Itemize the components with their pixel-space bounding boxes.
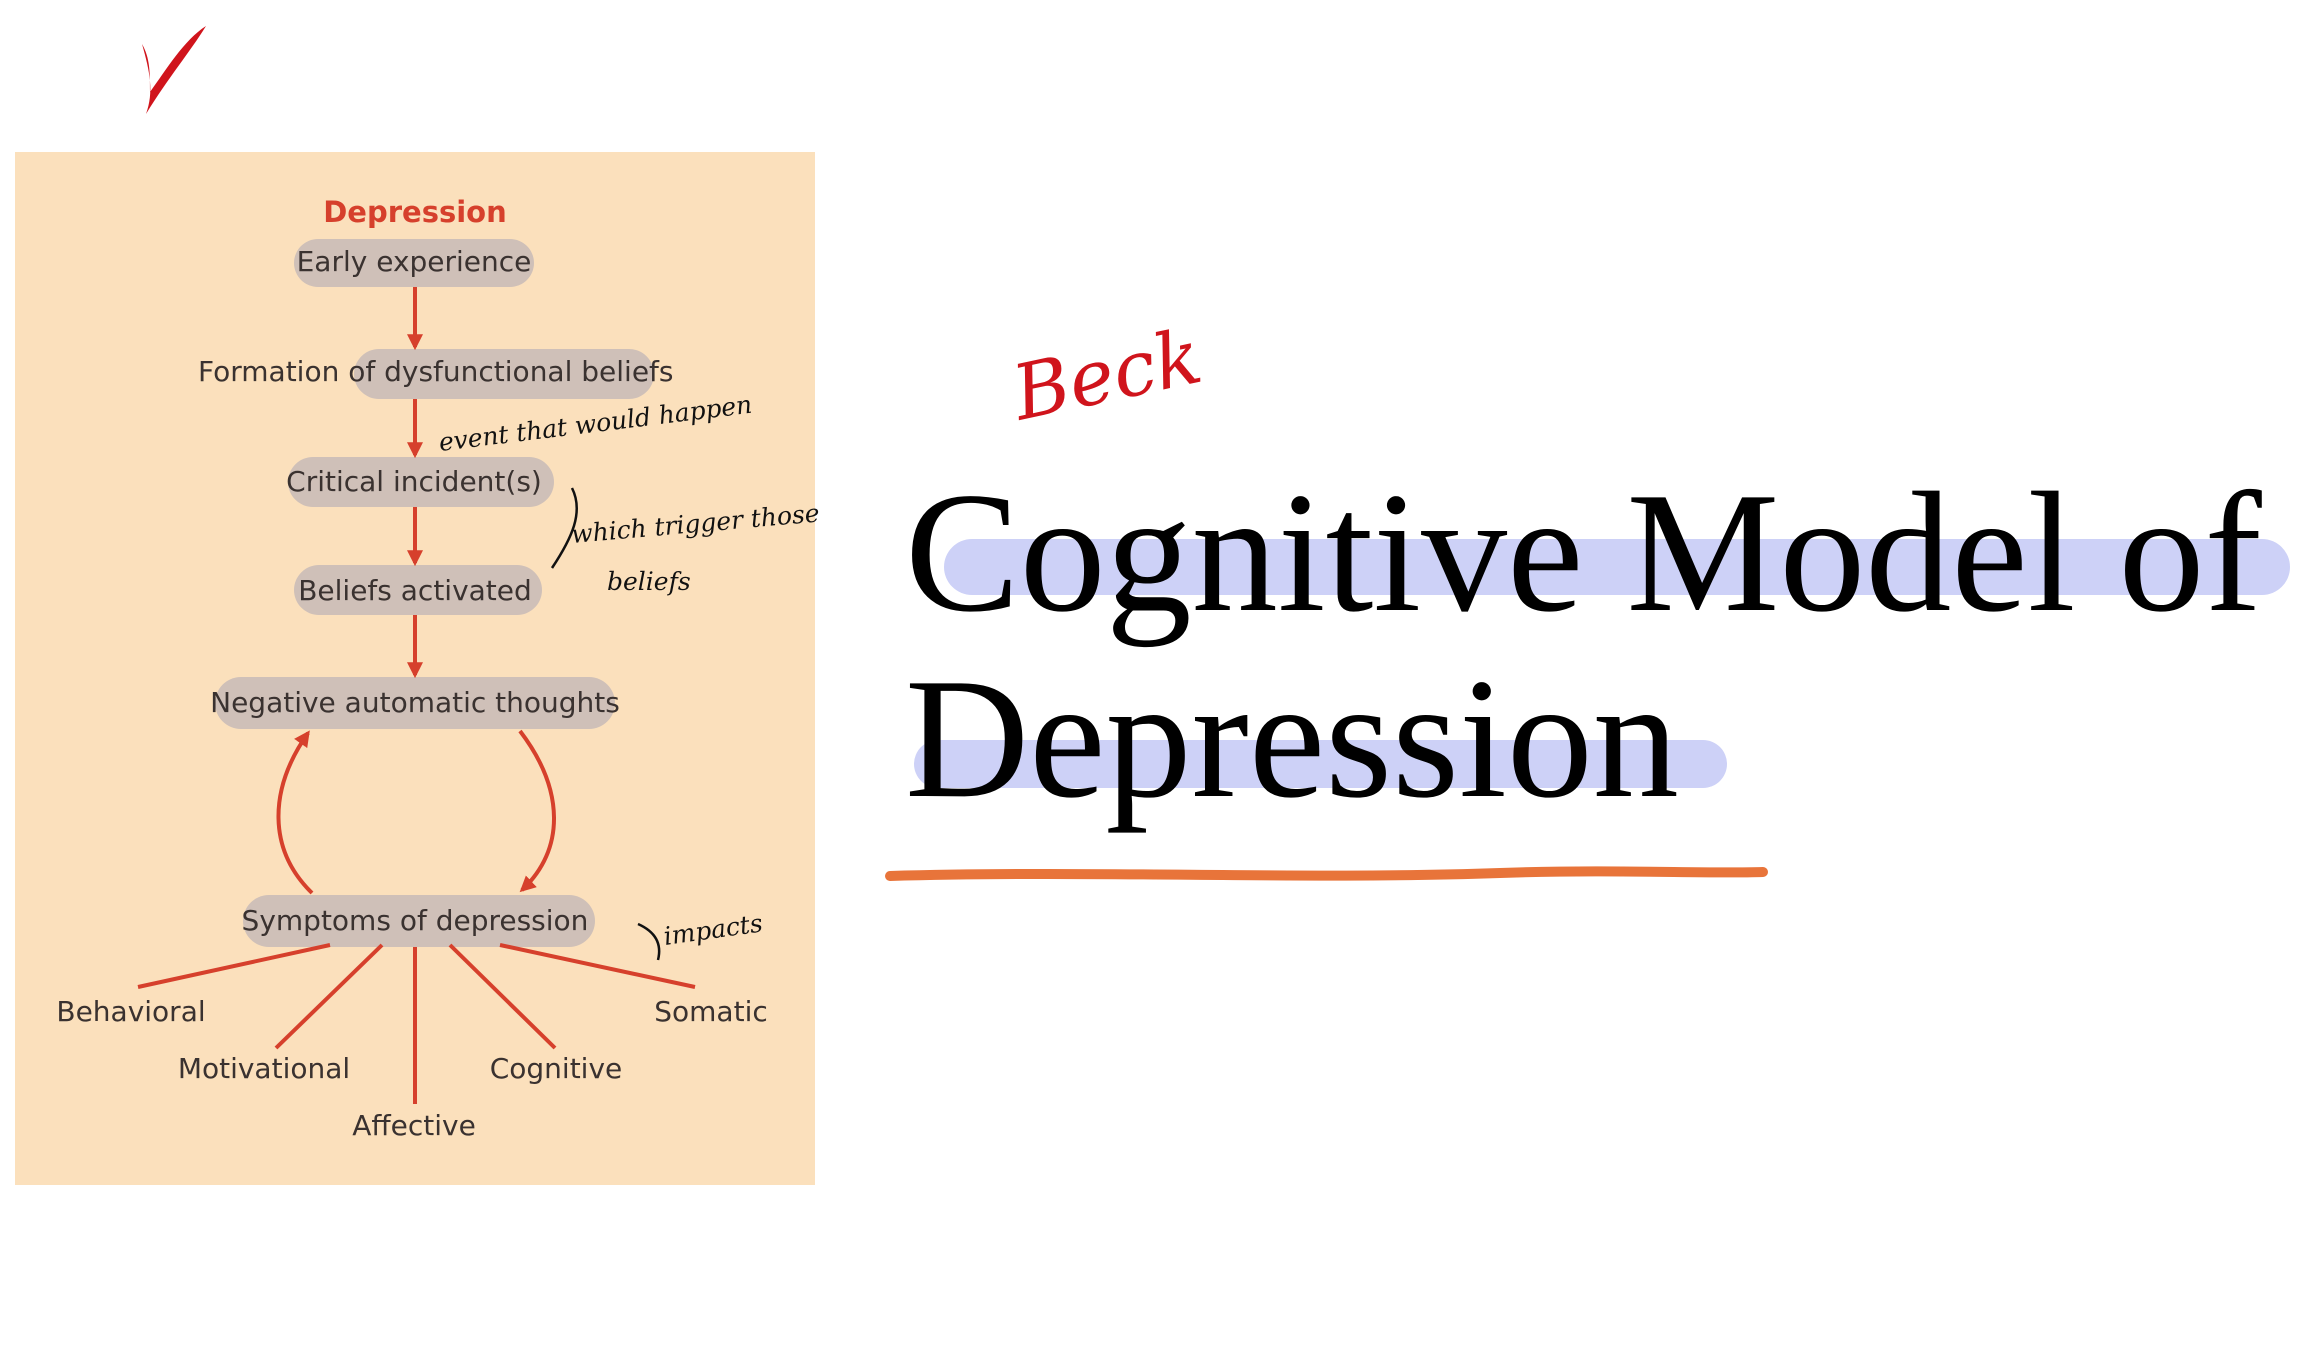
node-symptoms-of-depression-label: Symptoms of depression <box>242 904 589 937</box>
slide-title-line2: Depression <box>905 644 1679 834</box>
branch-line-behavioral <box>137 943 331 989</box>
title-underline <box>885 866 1768 881</box>
arrow-thoughts-to-symptoms <box>518 729 556 893</box>
node-negative-automatic-thoughts <box>215 677 615 729</box>
slide-title-line1: Cognitive Model of <box>905 458 2262 648</box>
note-impacts-stroke <box>637 922 661 961</box>
slide-title: Cognitive Model of Depression <box>905 460 2295 832</box>
node-negative-automatic-thoughts-label: Negative automatic thoughts <box>210 686 620 719</box>
formation-prefix: Formation of <box>198 355 384 388</box>
author-annotation: Beck <box>1003 311 1209 438</box>
branch-label-affective: Affective <box>352 1109 476 1142</box>
branch-label-behavioral: Behavioral <box>56 995 205 1028</box>
node-symptoms-of-depression <box>243 895 595 947</box>
node-beliefs-activated <box>294 565 542 615</box>
note-trigger-stroke <box>550 487 579 569</box>
node-early-experience <box>294 239 534 287</box>
dysfunctional-beliefs-label: dysfunctional beliefs <box>384 355 673 388</box>
node-dysfunctional-beliefs <box>354 349 654 399</box>
diagram-title: Depression <box>323 195 507 229</box>
branch-line-cognitive <box>448 943 557 1050</box>
branch-label-somatic: Somatic <box>654 995 768 1028</box>
branch-label-cognitive: Cognitive <box>490 1052 623 1085</box>
node-critical-incidents <box>288 457 554 507</box>
arrow-symptoms-to-thoughts <box>276 730 314 895</box>
note-trigger-line2: beliefs <box>607 567 691 596</box>
check-mark-icon <box>142 26 206 114</box>
branch-line-motivational <box>274 943 384 1050</box>
branch-line-somatic <box>499 943 696 989</box>
node-beliefs-activated-label: Beliefs activated <box>298 574 532 607</box>
branch-label-motivational: Motivational <box>178 1052 350 1085</box>
node-early-experience-label: Early experience <box>297 245 532 278</box>
node-formation-label: Formation of dysfunctional beliefs <box>198 355 674 388</box>
node-critical-incidents-label: Critical incident(s) <box>286 465 542 498</box>
